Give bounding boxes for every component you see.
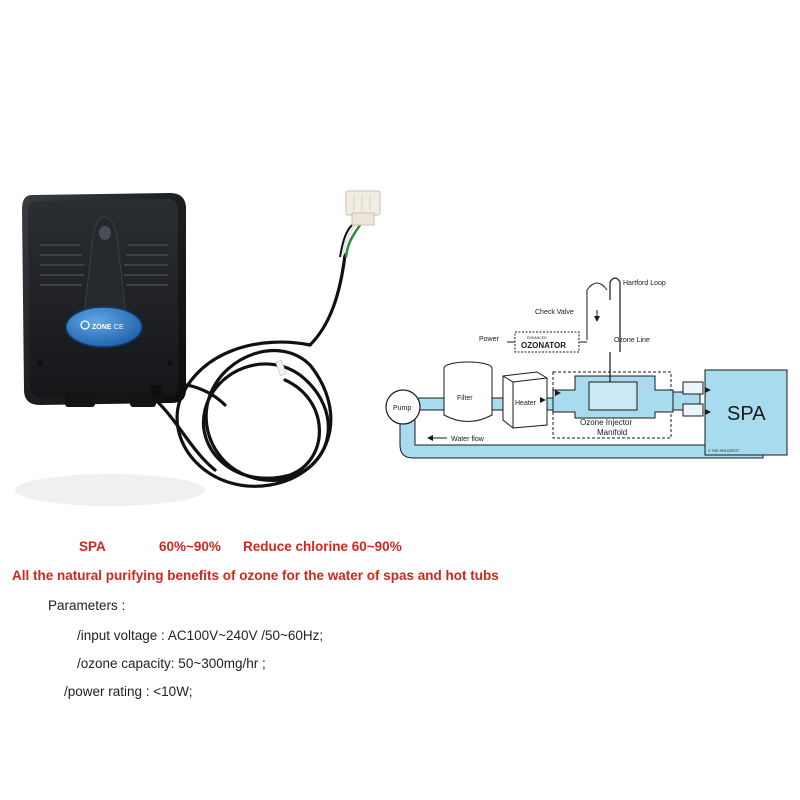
param-input-voltage: /input voltage : AC100V~240V /50~60Hz; xyxy=(77,628,324,643)
param-ozone-capacity: /ozone capacity: 50~300mg/hr ; xyxy=(77,656,266,671)
badge-ce-mark: CE xyxy=(114,324,124,331)
spa-credit-label: © THE SPA DEPOT xyxy=(708,449,740,453)
caption-benefits: All the natural purifying benefits of oz… xyxy=(12,568,499,583)
ozonator-small-label: ENHANCED xyxy=(527,336,547,340)
parameters-heading: Parameters : xyxy=(48,598,126,613)
ozone-line-label: Ozone Line xyxy=(614,337,650,344)
spa-label: SPA xyxy=(727,403,766,425)
ozonator-label: OZONATOR xyxy=(521,341,566,350)
ozonator-device-image: ZONE CE xyxy=(15,190,381,506)
param-power-rating: /power rating : <10W; xyxy=(64,684,193,699)
hartford-loop-label: Hartford Loop xyxy=(623,280,666,287)
heater-label: Heater xyxy=(515,400,537,407)
caption-reduce-chlorine: Reduce chlorine 60~90% xyxy=(243,539,402,554)
pump-label: Pump xyxy=(393,405,411,412)
injector-label: Ozone Injector xyxy=(580,418,632,427)
manifold-label: Manifold xyxy=(597,428,627,437)
check-valve-label: Check Valve xyxy=(535,309,574,316)
badge-text: ZONE xyxy=(92,324,112,331)
filter-label: Filter xyxy=(457,395,473,402)
caption-spa: SPA xyxy=(79,539,106,554)
power-label: Power xyxy=(479,336,500,343)
ozone-plumbing-diagram: Pump Filter Heater Ozone Injector Manifo… xyxy=(385,277,788,459)
caption-percentage: 60%~90% xyxy=(159,539,221,554)
water-flow-label: Water flow xyxy=(451,436,485,443)
